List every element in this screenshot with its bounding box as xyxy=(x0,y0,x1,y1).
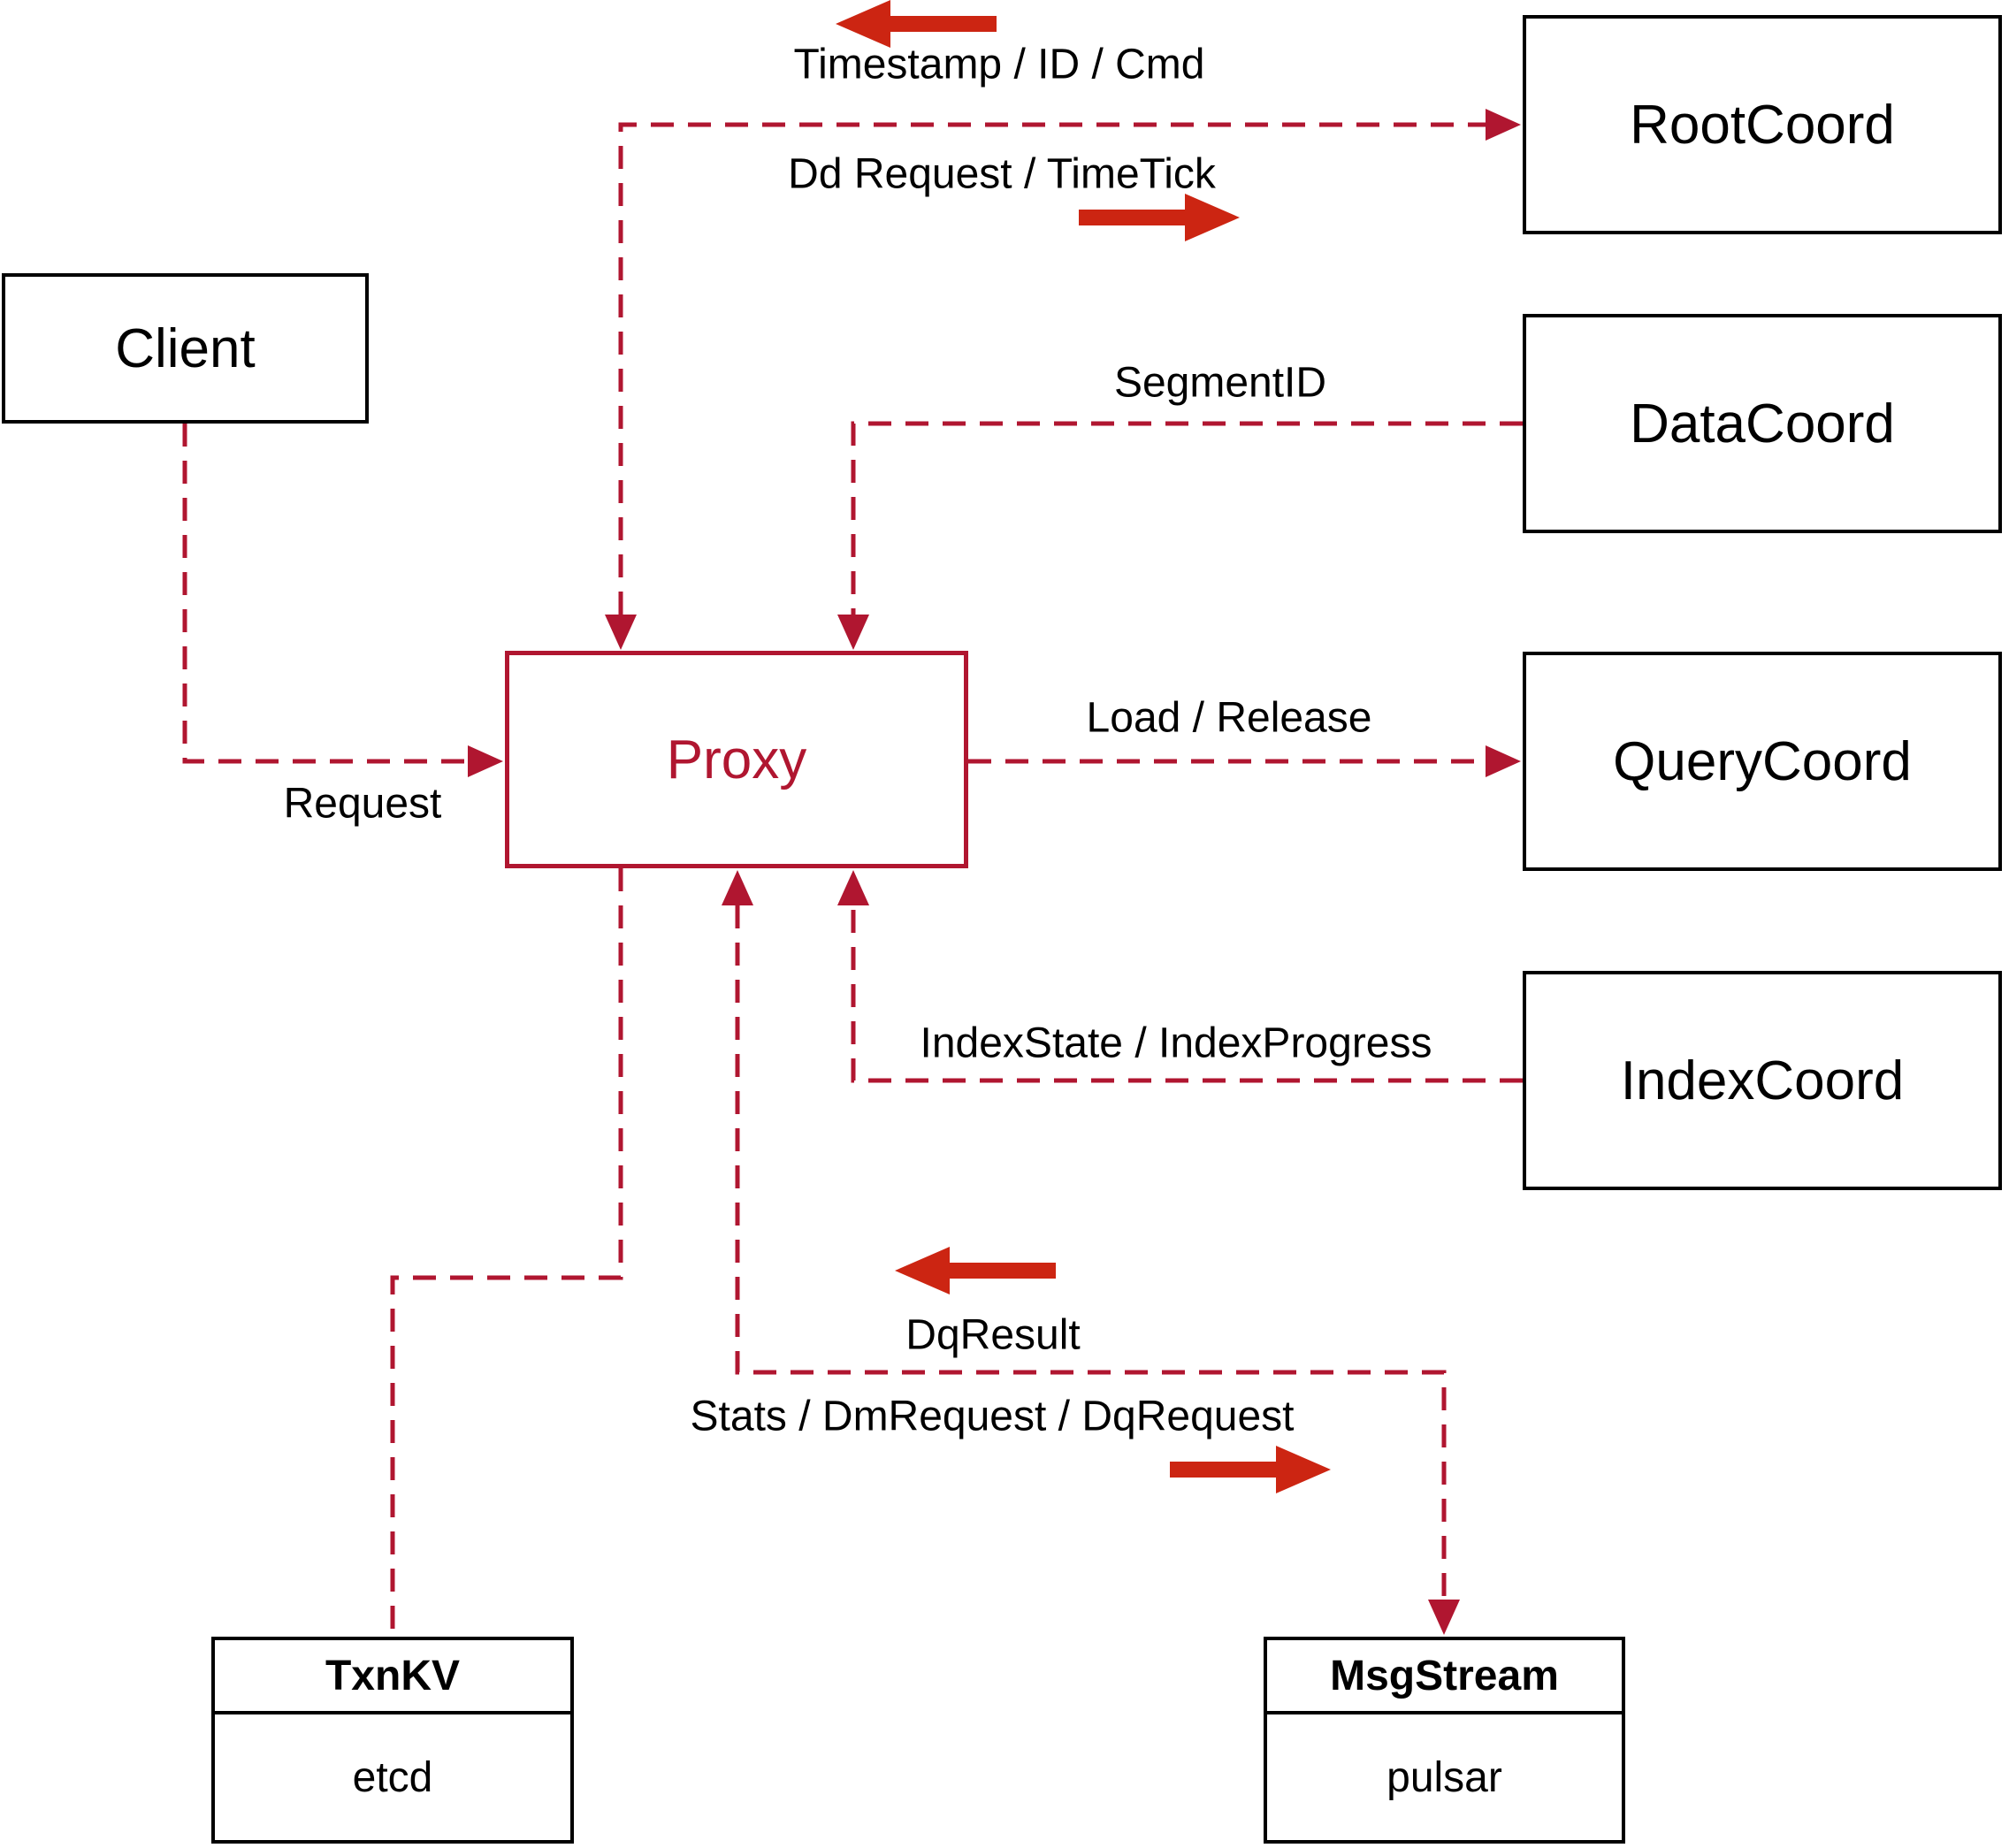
msgstream-title: MsgStream xyxy=(1267,1640,1622,1714)
edge-label-dq-result: DqResult xyxy=(905,1311,1081,1359)
node-proxy: Proxy xyxy=(505,651,968,868)
txnkv-implementation: etcd xyxy=(352,1753,433,1801)
node-indexcoord: IndexCoord xyxy=(1523,971,2002,1190)
node-txnkv: TxnKV etcd xyxy=(211,1637,574,1844)
edge-label-dd-request-timetick: Dd Request / TimeTick xyxy=(788,150,1216,198)
edge-client-proxy xyxy=(182,424,466,764)
edge-indexcoord-proxy xyxy=(851,905,1523,1083)
proxy-label: Proxy xyxy=(666,729,807,790)
arrowhead-into-msgstream-icon xyxy=(1428,1600,1460,1635)
edge-label-segment-id: SegmentID xyxy=(1113,359,1327,407)
right-arrow-icon-stats xyxy=(1170,1446,1331,1493)
edge-label-index-state-progress: IndexState / IndexProgress xyxy=(920,1019,1432,1067)
arrowhead-into-rootcoord-icon xyxy=(1486,109,1521,141)
node-datacoord: DataCoord xyxy=(1523,314,2002,533)
edge-label-request: Request xyxy=(283,780,442,828)
left-arrow-icon-dqresult xyxy=(895,1247,1056,1294)
edge-datacoord-proxy xyxy=(851,421,1523,615)
querycoord-label: QueryCoord xyxy=(1613,730,1912,792)
edge-label-load-release: Load / Release xyxy=(1086,694,1372,742)
arrowhead-into-proxy-bottom-right-icon xyxy=(837,870,869,905)
node-rootcoord: RootCoord xyxy=(1523,15,2002,234)
edge-label-timestamp-id-cmd: Timestamp / ID / Cmd xyxy=(793,41,1205,88)
rootcoord-label: RootCoord xyxy=(1630,94,1895,156)
arrowhead-into-proxy-top-right-icon xyxy=(837,615,869,650)
txnkv-title: TxnKV xyxy=(215,1640,570,1714)
client-label: Client xyxy=(115,317,256,379)
arrowhead-into-proxy-top-left-icon xyxy=(605,615,637,650)
node-querycoord: QueryCoord xyxy=(1523,652,2002,871)
edge-label-stats-dm-dq-request: Stats / DmRequest / DqRequest xyxy=(690,1393,1295,1440)
edge-proxy-rootcoord xyxy=(618,122,1486,615)
left-arrow-icon-timestamp xyxy=(836,0,997,48)
right-arrow-icon-dd-request xyxy=(1079,194,1240,241)
datacoord-label: DataCoord xyxy=(1630,393,1895,454)
edge-proxy-txnkv xyxy=(390,868,623,1637)
msgstream-implementation: pulsar xyxy=(1386,1753,1502,1801)
edge-proxy-msgstream xyxy=(735,905,1447,1600)
arrowhead-into-proxy-left-icon xyxy=(468,745,503,777)
node-msgstream: MsgStream pulsar xyxy=(1264,1637,1625,1844)
indexcoord-label: IndexCoord xyxy=(1620,1050,1905,1111)
node-client: Client xyxy=(2,273,369,424)
arrowhead-into-querycoord-icon xyxy=(1486,745,1521,777)
arrowhead-into-proxy-bottom-left-icon xyxy=(722,870,753,905)
